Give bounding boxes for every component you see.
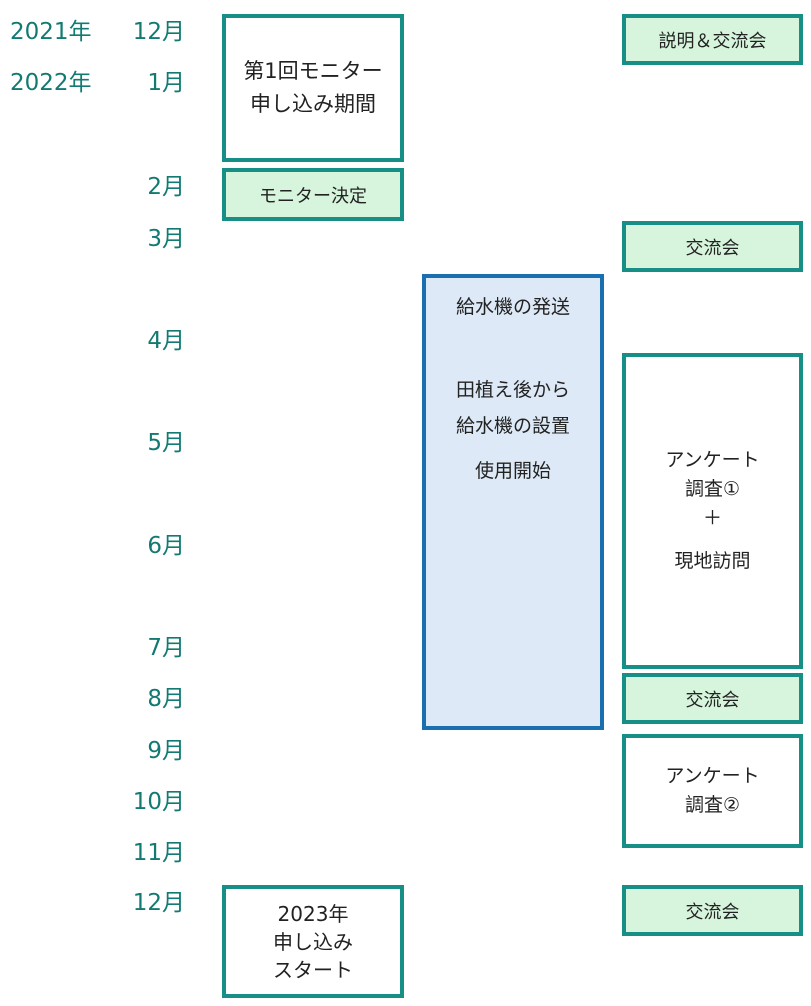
exchange-august-box: 交流会 [622,673,803,724]
next-application-line2: 申し込み [273,929,353,954]
month-label-2022-12: 12月 [132,890,185,916]
month-label-2022-05: 5月 [147,430,185,456]
survey1-plus: ＋ [702,507,722,529]
first-monitor-application-box: 第1回モニター 申し込み期間 [222,14,404,162]
first-monitor-line1: 第1回モニター [243,59,383,83]
month-label-2021-12: 12月 [132,19,185,45]
month-label-2022-09: 9月 [147,738,185,764]
next-application-box: 2023年 申し込み スタート [222,885,404,998]
survey1-line2: 調査① [684,478,741,500]
briefing-exchange-box: 説明＆交流会 [622,14,803,65]
year-2021-label: 2021年 [10,19,92,45]
month-label-2022-11: 11月 [132,840,185,866]
exchange-march-box: 交流会 [622,221,803,272]
year-2022-label: 2022年 [10,70,92,96]
month-label-2022-04: 4月 [147,328,185,354]
survey2-box: アンケート 調査② [622,734,803,848]
month-label-2022-06: 6月 [147,533,185,559]
monitor-decision-label: モニター決定 [259,185,367,207]
briefing-exchange-label: 説明＆交流会 [658,30,767,52]
month-label-2022-08: 8月 [147,686,185,712]
water-supply-period-box: 給水機の発送 田植え後から 給水機の設置 使用開始 [422,274,604,730]
use-start-label: 使用開始 [474,460,551,482]
shipping-label: 給水機の発送 [455,296,570,318]
exchange-december-label: 交流会 [685,901,740,923]
next-application-line1: 2023年 [277,901,349,926]
exchange-december-box: 交流会 [622,885,803,936]
month-label-2022-03: 3月 [147,226,185,252]
next-application-line3: スタート [273,957,353,982]
install-line1: 田植え後から [455,379,570,401]
month-label-2022-07: 7月 [147,635,185,661]
survey2-line1: アンケート [665,765,760,787]
survey1-line1: アンケート [665,449,760,471]
survey1-visit-box: アンケート 調査① ＋ 現地訪問 [622,353,803,669]
month-label-2022-02: 2月 [147,174,185,200]
survey1-line4: 現地訪問 [674,550,751,572]
install-line2: 給水機の設置 [455,415,570,437]
exchange-august-label: 交流会 [685,689,740,711]
survey2-line2: 調査② [684,794,741,816]
exchange-march-label: 交流会 [685,237,740,259]
month-label-2022-10: 10月 [132,789,185,815]
monitor-decision-box: モニター決定 [222,168,404,221]
month-label-2022-01: 1月 [147,70,185,96]
first-monitor-line2: 申し込み期間 [250,92,376,116]
